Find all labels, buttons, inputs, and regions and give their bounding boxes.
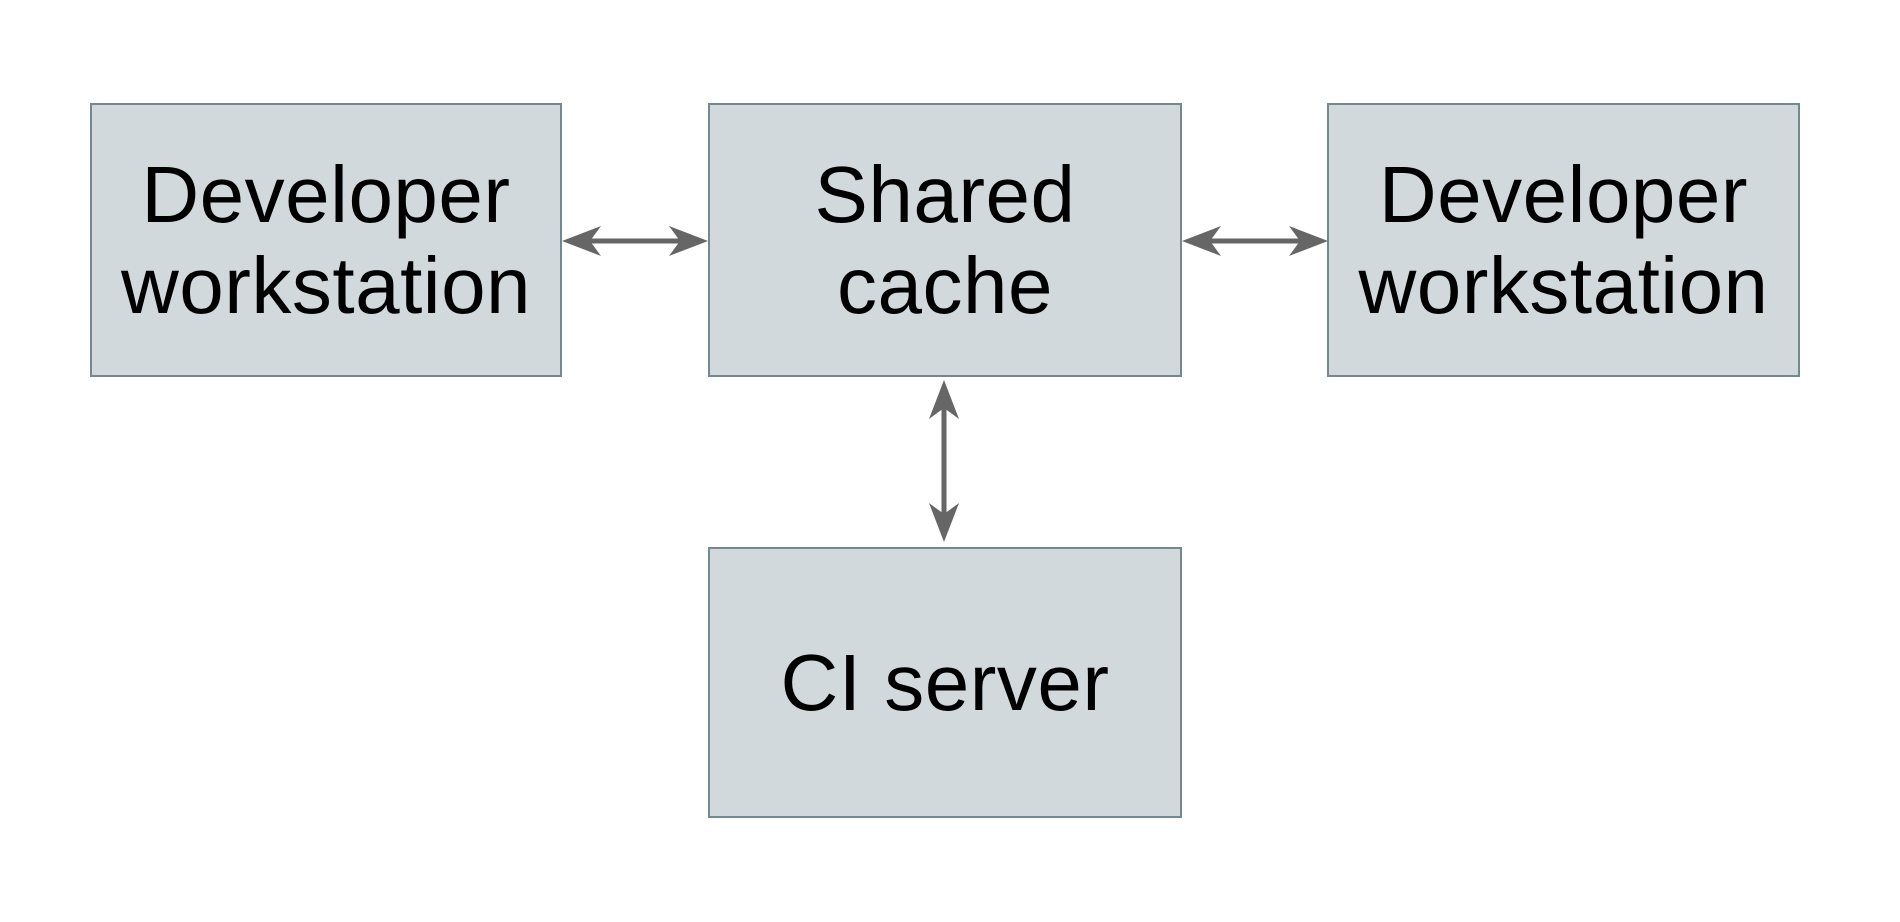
node-developer-workstation-right: Developer workstation	[1327, 103, 1800, 377]
node-ci-server: CI server	[708, 547, 1182, 818]
node-label-developer-workstation-right: Developer workstation	[1358, 150, 1769, 330]
node-label-developer-workstation-left: Developer workstation	[120, 150, 532, 330]
bidirectional-arrow-left-workstation-shared-cache	[562, 226, 708, 256]
node-label-shared-cache: Shared cache	[814, 150, 1076, 330]
bidirectional-arrow-shared-cache-right-workstation	[1182, 226, 1328, 256]
node-shared-cache: Shared cache	[708, 103, 1182, 377]
node-developer-workstation-left: Developer workstation	[90, 103, 562, 377]
bidirectional-arrow-shared-cache-ci-server	[929, 380, 959, 542]
node-label-ci-server: CI server	[780, 638, 1110, 727]
